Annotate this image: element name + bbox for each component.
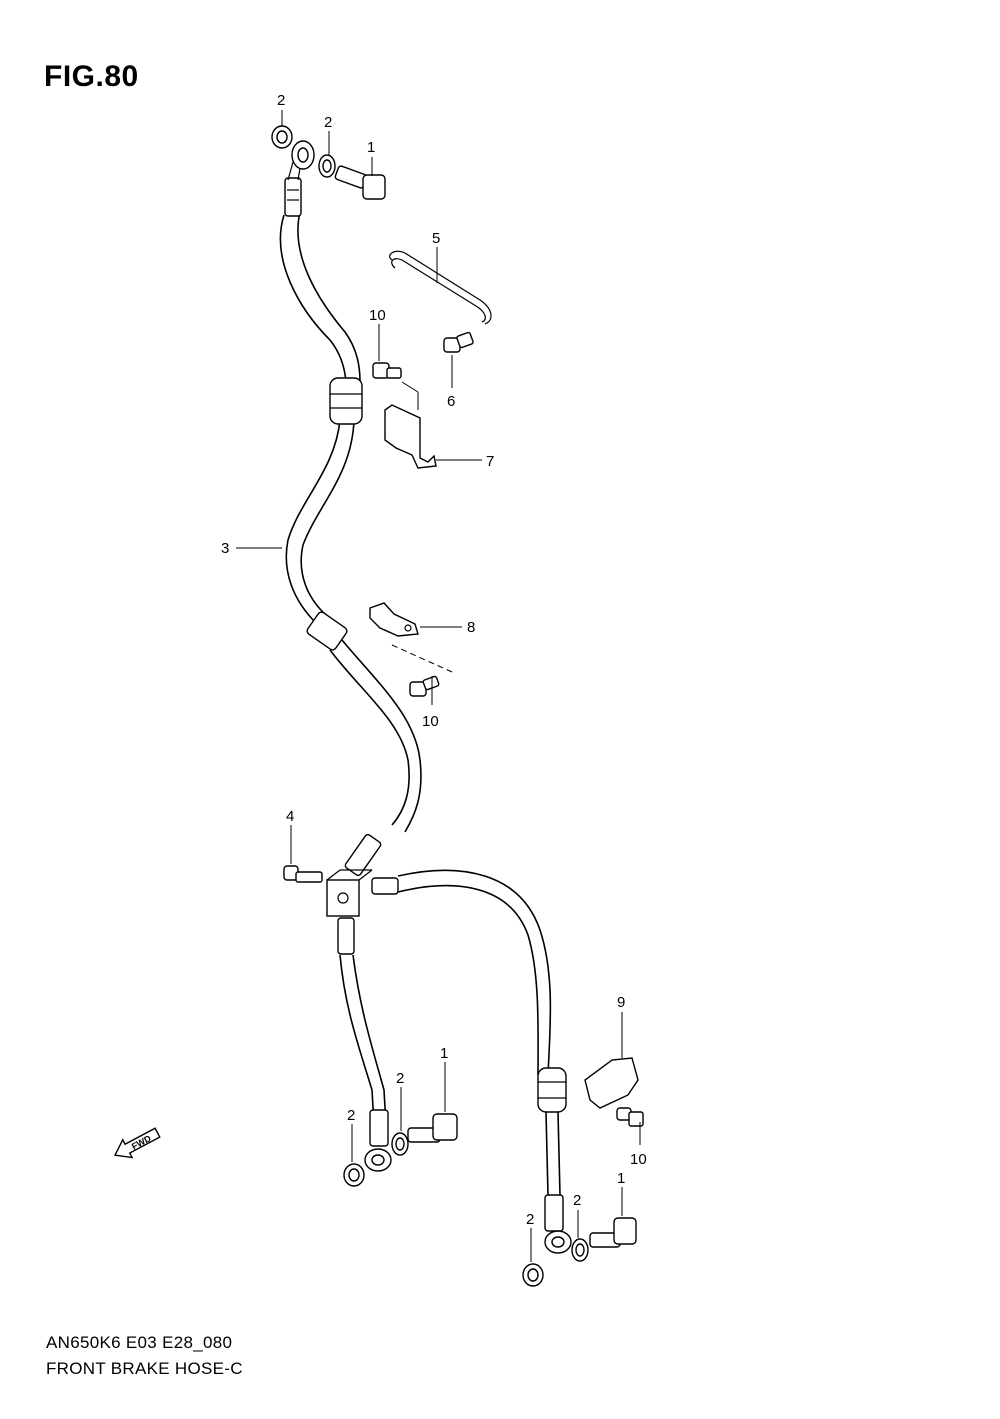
callout-label: 5 — [432, 230, 440, 247]
callout-label: 2 — [526, 1211, 534, 1228]
model-code: AN650K6 E03 E28_080 — [46, 1333, 233, 1352]
callout-label: 2 — [324, 114, 332, 131]
bracket-5 — [389, 250, 492, 325]
callout-label: 2 — [573, 1192, 581, 1209]
brake-hose-upper — [279, 140, 422, 877]
bolt-10-middle — [409, 675, 440, 697]
clamp-9 — [584, 1057, 639, 1109]
bolt-10-lower — [616, 1107, 644, 1127]
figure-title: FIG.80 — [44, 60, 139, 93]
callout-label: 8 — [467, 619, 475, 636]
callout-label: 6 — [447, 393, 455, 410]
top-washers-bolt — [271, 125, 386, 200]
callout-label: 10 — [630, 1151, 647, 1168]
leader-lines — [236, 110, 641, 1262]
clamp-8 — [369, 602, 419, 637]
callout-label: 10 — [422, 713, 439, 730]
callout-label: 9 — [617, 994, 625, 1011]
callout-label: 2 — [347, 1107, 355, 1124]
callout-label: 2 — [277, 92, 285, 109]
junction-assembly — [326, 869, 572, 1254]
callout-label: 4 — [286, 808, 294, 825]
lower-left-washers-bolt — [343, 1113, 458, 1187]
bolt-4 — [283, 865, 323, 883]
callout-label: 1 — [617, 1170, 625, 1187]
callout-label: 7 — [486, 453, 494, 470]
lower-right-washers-bolt — [522, 1217, 637, 1287]
fwd-arrow-icon: FWD — [113, 1127, 161, 1159]
callout-labels: 2 2 1 5 10 6 7 3 8 10 4 9 1 2 2 10 1 2 2 — [221, 92, 647, 1228]
callout-label: 10 — [369, 307, 386, 324]
callout-label: 1 — [367, 139, 375, 156]
bolt-10-upper — [372, 362, 402, 379]
callout-label: 1 — [440, 1045, 448, 1062]
bracket-7 — [384, 404, 437, 469]
callout-label: 3 — [221, 540, 229, 557]
callout-label: 2 — [396, 1070, 404, 1087]
bolt-6 — [443, 331, 474, 353]
figure-caption: FRONT BRAKE HOSE-C — [46, 1359, 243, 1378]
